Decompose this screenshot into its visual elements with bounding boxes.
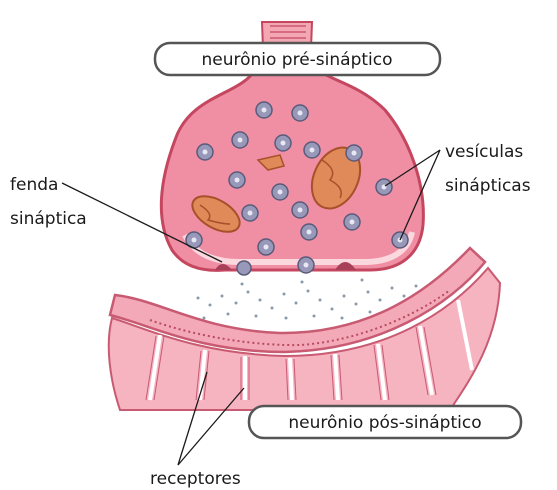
postsynaptic-label-text: neurônio pós-sináptico [288, 413, 481, 433]
vesicle [237, 261, 251, 275]
vesicles-label-line2: sinápticas [445, 176, 531, 196]
cleft-label-line1: fenda [10, 175, 58, 195]
postsynaptic-label: neurônio pós-sináptico [249, 406, 521, 438]
cleft-label-line2: sináptica [10, 209, 87, 229]
presynaptic-label: neurônio pré-sináptico [155, 43, 440, 75]
presynaptic-label-text: neurônio pré-sináptico [201, 50, 392, 70]
receptors-label: receptores [150, 469, 241, 489]
vesicles-label-line1: vesículas [445, 142, 523, 162]
